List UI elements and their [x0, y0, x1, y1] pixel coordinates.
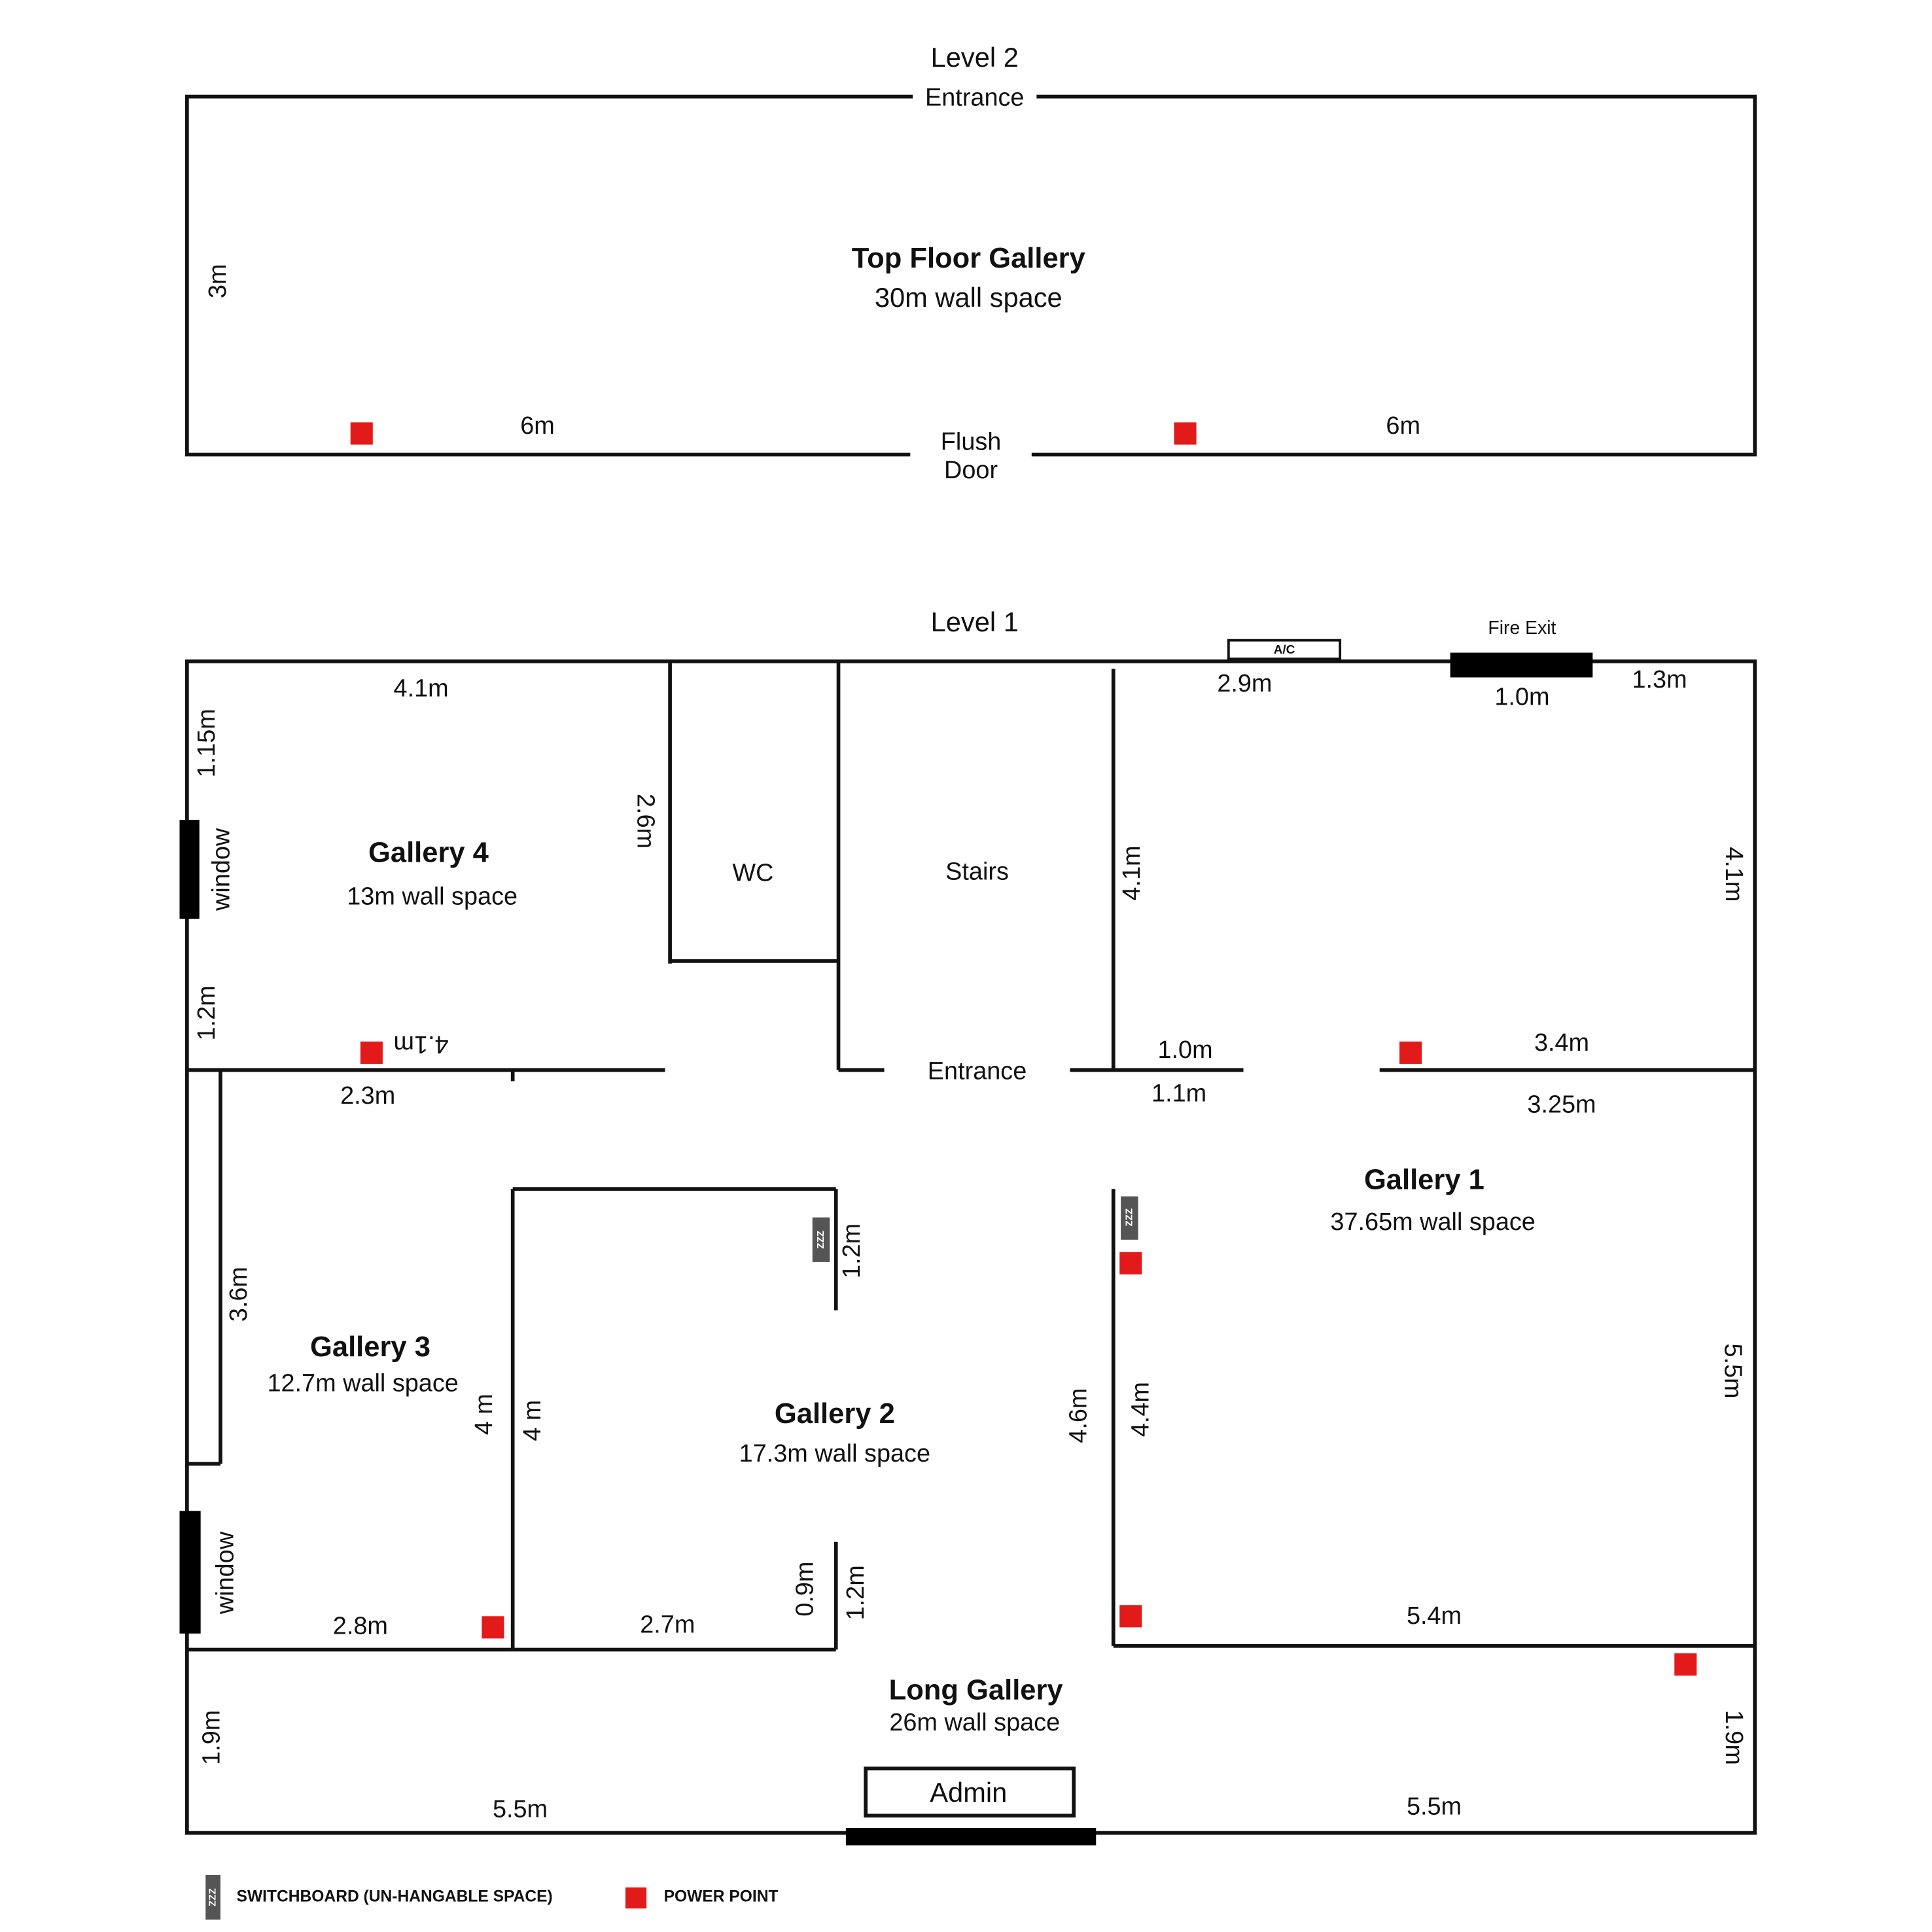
- dim-label: 5.4m: [1407, 1602, 1462, 1630]
- dim-label: 1.9m: [198, 1710, 226, 1765]
- switchboard-icon: ZZZ: [1121, 1196, 1138, 1240]
- admin-desk: [864, 1766, 1076, 1818]
- gallery-3-wall-space: 12.7m wall space: [267, 1369, 458, 1397]
- interior-walls: [186, 661, 1755, 1652]
- power-point-icon: [1174, 422, 1197, 445]
- dim-label: 2.8m: [333, 1612, 388, 1640]
- window-gallery-4: [179, 820, 200, 919]
- dim-label: 3.6m: [225, 1267, 253, 1322]
- gallery-2-title: Gallery 2: [775, 1398, 895, 1430]
- dim-label: 5.5m: [493, 1795, 548, 1823]
- wc-label: WC: [732, 859, 773, 887]
- dim-label: 1.0m: [1157, 1036, 1212, 1064]
- power-point-icon: [625, 1887, 647, 1909]
- power-point-icon: [1119, 1605, 1142, 1628]
- legend: ZZZ SWITCHBOARD (UN-HANGABLE SPACE) POWE…: [205, 1874, 779, 1920]
- fire-exit-label: Fire Exit: [1488, 618, 1556, 639]
- dim-label: 2.9m: [1217, 670, 1272, 697]
- window-label: window: [208, 828, 236, 911]
- dim-label: 1.1m: [1151, 1080, 1206, 1107]
- power-point-icon: [360, 1041, 383, 1064]
- flush-door-label-2: Door: [944, 457, 998, 484]
- dim-label: 2.6m: [631, 794, 659, 849]
- admin-label: Admin: [930, 1777, 1007, 1808]
- level-1-title: Level 1: [931, 606, 1019, 637]
- top-floor-gallery-title: Top Floor Gallery: [852, 243, 1085, 274]
- level-2: Level 2 Entrance Top Floor Gallery 30m w…: [184, 42, 1757, 484]
- dim-label: 3.25m: [1527, 1091, 1596, 1118]
- dim-label: 0.9m: [791, 1562, 818, 1617]
- level-2-title: Level 2: [931, 42, 1019, 73]
- power-point-icon: [1674, 1653, 1697, 1676]
- dim-label: 5.5m: [1407, 1793, 1462, 1821]
- dim-label: 4.1m: [394, 1030, 449, 1058]
- dim-label: 4 m: [470, 1394, 498, 1435]
- dim-bottom-right: 6m: [1386, 412, 1420, 440]
- dim-label: 2.3m: [340, 1082, 395, 1110]
- gallery-3-title: Gallery 3: [310, 1331, 430, 1363]
- dim-label: 3.4m: [1534, 1029, 1589, 1057]
- svg-text:ZZZ: ZZZ: [207, 1888, 219, 1906]
- dim-label: 2.7m: [640, 1611, 695, 1638]
- ac-unit: [1227, 639, 1342, 660]
- window-label: window: [211, 1531, 239, 1615]
- level-1-entrance-label: Entrance: [928, 1057, 1027, 1085]
- level-2-entrance-label: Entrance: [925, 84, 1024, 111]
- dim-label: 4 m: [519, 1400, 546, 1441]
- switchboard-icon: ZZZ: [205, 1874, 220, 1920]
- dim-label: 4.6m: [1065, 1388, 1093, 1443]
- power-point-icon: [482, 1616, 504, 1639]
- gallery-1-title: Gallery 1: [1364, 1164, 1484, 1195]
- ac-label: A/C: [1274, 643, 1295, 657]
- dimensions: 4.1m 1.15m 1.2m 2.6m 4.1m 2.9m 1.0m 1.3m…: [193, 666, 1748, 1823]
- gallery-1-wall-space: 37.65m wall space: [1330, 1208, 1535, 1236]
- dim-label: 4.1m: [1720, 847, 1748, 902]
- dim-label: 5.5m: [1719, 1343, 1746, 1398]
- fire-exit-door[interactable]: [1450, 652, 1593, 678]
- gallery-2-wall-space: 17.3m wall space: [739, 1440, 930, 1467]
- main-entrance-door[interactable]: [845, 1827, 1097, 1846]
- svg-text:ZZZ: ZZZ: [815, 1231, 826, 1249]
- flush-door-label: Flush: [941, 429, 1002, 456]
- power-point-icon: [1119, 1252, 1142, 1274]
- long-gallery-wall-space: 26m wall space: [889, 1709, 1060, 1736]
- dim-label: 4.4m: [1127, 1382, 1154, 1437]
- power-point-icon: [1399, 1041, 1422, 1064]
- dim-label: 4.1m: [1118, 845, 1146, 900]
- dim-label: 1.15m: [193, 709, 220, 777]
- svg-text:ZZZ: ZZZ: [1123, 1208, 1134, 1227]
- top-floor-walls: [184, 94, 1757, 457]
- legend-power-point-label: POWER POINT: [664, 1888, 779, 1905]
- dim-label: 4.1m: [394, 675, 449, 702]
- dim-label: 1.0m: [1494, 684, 1549, 711]
- power-point-icon: [350, 422, 373, 445]
- dim-bottom-left: 6m: [520, 412, 555, 440]
- dim-label: 1.2m: [838, 1223, 866, 1278]
- dim-left: 3m: [204, 264, 232, 298]
- dim-label: 1.2m: [842, 1565, 869, 1620]
- dim-label: 1.9m: [1720, 1710, 1748, 1765]
- gallery-4-title: Gallery 4: [368, 837, 489, 869]
- top-floor-wall-space: 30m wall space: [875, 282, 1063, 313]
- gallery-4-wall-space: 13m wall space: [347, 883, 518, 910]
- long-gallery-title: Long Gallery: [889, 1674, 1063, 1706]
- legend-switchboard-label: SWITCHBOARD (UN-HANGABLE SPACE): [237, 1888, 553, 1905]
- dim-label: 1.3m: [1632, 666, 1687, 694]
- level-1: Level 1 A/C Fire Exit Admin ZZZ ZZZ Gall…: [179, 606, 1757, 1846]
- switchboard-icon: ZZZ: [812, 1217, 830, 1262]
- stairs-label: Stairs: [945, 858, 1009, 886]
- dim-label: 1.2m: [193, 985, 220, 1040]
- window-gallery-3: [179, 1511, 201, 1634]
